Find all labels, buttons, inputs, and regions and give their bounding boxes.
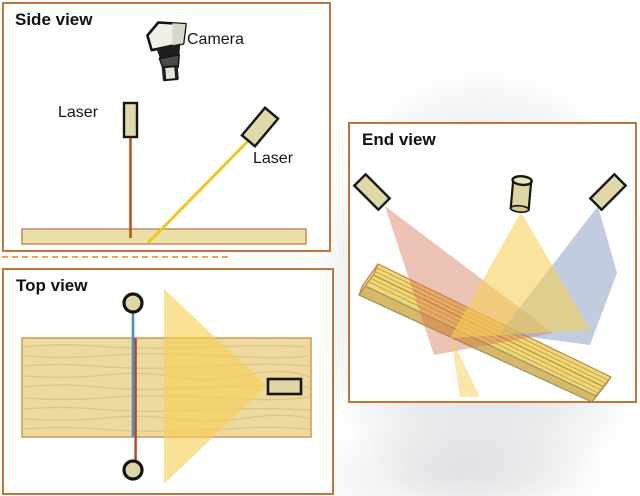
side-view-title: Side view bbox=[15, 10, 93, 29]
side-view-panel bbox=[2, 2, 331, 252]
laser-label-vertical: Laser bbox=[58, 104, 99, 121]
laser-label-angled: Laser bbox=[253, 150, 294, 167]
laser-cylinder-icon bbox=[509, 174, 533, 214]
camera-label: Camera bbox=[187, 31, 244, 48]
divider-artifact bbox=[2, 256, 228, 258]
end-view-drawing bbox=[352, 172, 628, 401]
laser-icon bbox=[266, 377, 303, 396]
fan-beam bbox=[164, 289, 267, 484]
top-view-panel bbox=[2, 268, 334, 495]
laser-icon bbox=[588, 172, 628, 212]
yellow-beam bbox=[146, 138, 251, 245]
shadow-blob-bottom bbox=[290, 420, 620, 496]
board-side-view bbox=[21, 228, 307, 245]
top-view-drawing bbox=[21, 289, 312, 484]
laser-icon bbox=[122, 101, 139, 139]
laser-end-circle-icon bbox=[122, 292, 144, 314]
top-view-title: Top view bbox=[16, 276, 88, 295]
laser-end-circle-icon bbox=[122, 459, 144, 481]
laser-icon bbox=[240, 106, 280, 148]
end-view-panel bbox=[348, 122, 637, 403]
end-view-title: End view bbox=[362, 130, 436, 149]
camera-icon bbox=[146, 21, 187, 82]
laser-icon bbox=[352, 172, 392, 212]
side-view-drawing bbox=[21, 21, 307, 245]
